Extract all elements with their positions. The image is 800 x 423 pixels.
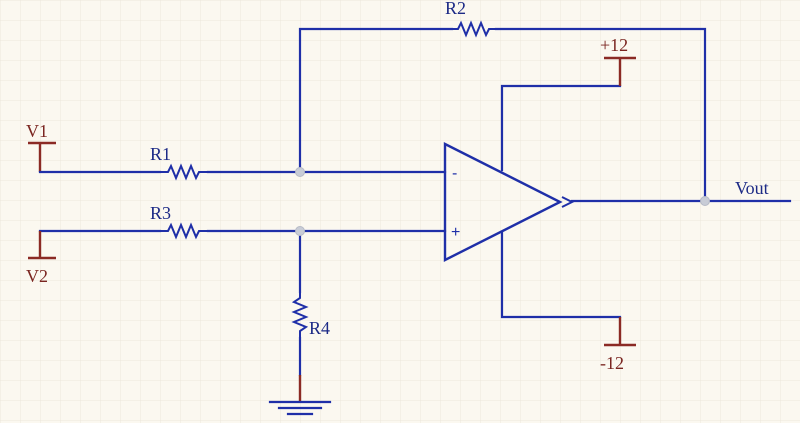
junction-inverting-node: [295, 167, 305, 177]
v2-port: [28, 229, 162, 260]
r4-resistor: [291, 292, 309, 338]
v1-label: V1: [26, 121, 48, 141]
vout-label: Vout: [735, 178, 769, 198]
negative-supply-symbol: [604, 317, 636, 347]
positive-supply-symbol: [604, 56, 636, 86]
feedback-right-wire: [494, 27, 707, 203]
positive-supply-label: +12: [600, 35, 628, 55]
r1-resistor: [160, 163, 208, 181]
r3-label: R3: [150, 203, 171, 223]
v2-label: V2: [26, 266, 48, 286]
r2-label: R2: [445, 0, 466, 18]
inverting-input-sign: -: [452, 165, 457, 182]
feedback-left-wire: [298, 27, 454, 174]
r3-resistor: [160, 222, 208, 240]
ground-symbol: [268, 375, 332, 416]
r4-label: R4: [309, 318, 330, 338]
negative-supply-label: -12: [600, 353, 624, 373]
v1-port: [28, 141, 162, 174]
r2-resistor: [452, 20, 496, 38]
junction-non-inverting-node: [295, 226, 305, 236]
negative-supply-wire: [500, 230, 622, 319]
r1-label: R1: [150, 144, 171, 164]
junction-output-node: [700, 196, 710, 206]
non-inverting-input-sign: +: [451, 224, 460, 241]
positive-supply-wire: [500, 84, 622, 172]
